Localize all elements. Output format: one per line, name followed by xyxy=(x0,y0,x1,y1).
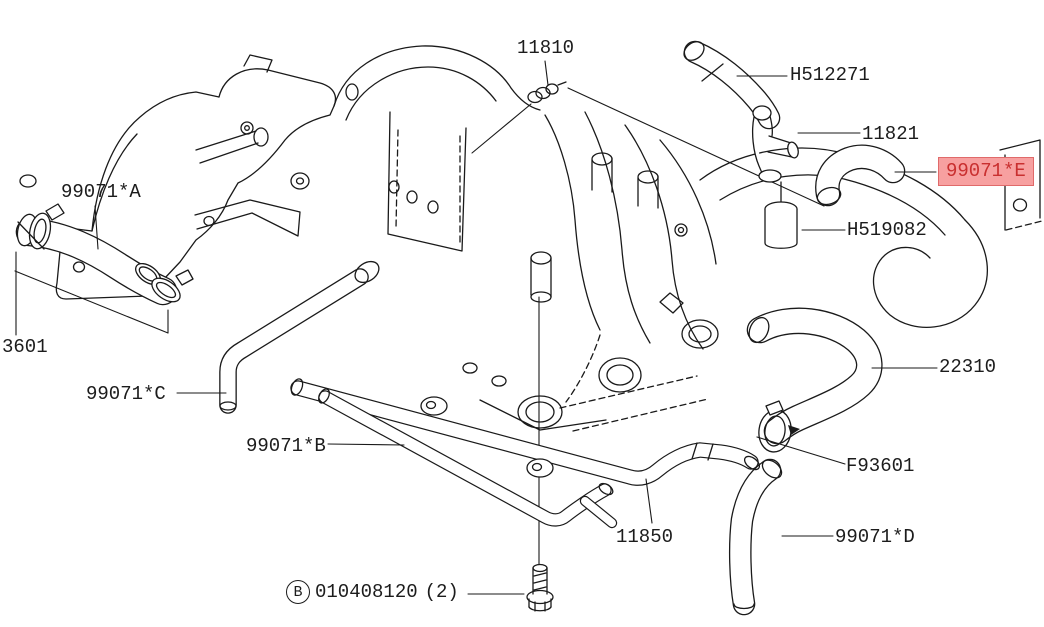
callout-3601[interactable]: 3601 xyxy=(2,336,48,358)
pipe-11850-art xyxy=(290,378,761,486)
bolt-quantity: (2) xyxy=(424,581,459,603)
clamp-3601-left-art xyxy=(17,203,65,250)
hose-99071e-art xyxy=(815,144,906,207)
hose-22310-art xyxy=(746,307,883,445)
callout-h512271[interactable]: H512271 xyxy=(790,64,870,86)
callout-99071c[interactable]: 99071*C xyxy=(86,383,166,405)
callout-h519082[interactable]: H519082 xyxy=(847,219,927,241)
callout-bolt-010408120[interactable]: B 010408120 (2) xyxy=(286,580,459,604)
hose-h512271-art xyxy=(683,40,781,130)
callout-99071b[interactable]: 99071*B xyxy=(246,435,326,457)
hose-99071d-art xyxy=(728,458,783,616)
callout-11810[interactable]: 11810 xyxy=(517,37,575,59)
callout-99071e-highlighted[interactable]: 99071*E xyxy=(938,157,1034,186)
intake-manifold-art xyxy=(19,45,1043,432)
circled-b-symbol: B xyxy=(286,580,310,604)
callout-11821[interactable]: 11821 xyxy=(862,123,920,145)
callout-22310[interactable]: 22310 xyxy=(939,356,997,378)
leader-lines xyxy=(14,60,938,595)
hose-99071b-art xyxy=(318,388,618,529)
t-fitting-11821-art xyxy=(752,105,799,205)
hose-99071c-art xyxy=(219,260,380,414)
pipe-bracket-tabs-art xyxy=(420,396,554,478)
callout-99071a[interactable]: 99071*A xyxy=(61,181,141,203)
hose-99071a-art xyxy=(15,203,194,306)
callout-99071d[interactable]: 99071*D xyxy=(835,526,915,548)
pcv-valve-art xyxy=(527,81,567,104)
callout-11850[interactable]: 11850 xyxy=(616,526,674,548)
clamp-3601-right-art xyxy=(151,269,194,303)
bolt-part-number: 010408120 xyxy=(315,581,418,603)
callout-f93601[interactable]: F93601 xyxy=(846,455,915,477)
cylinder-h519082-art xyxy=(764,201,798,249)
bolt-art xyxy=(526,563,554,612)
clamp-f93601-art xyxy=(758,400,800,453)
